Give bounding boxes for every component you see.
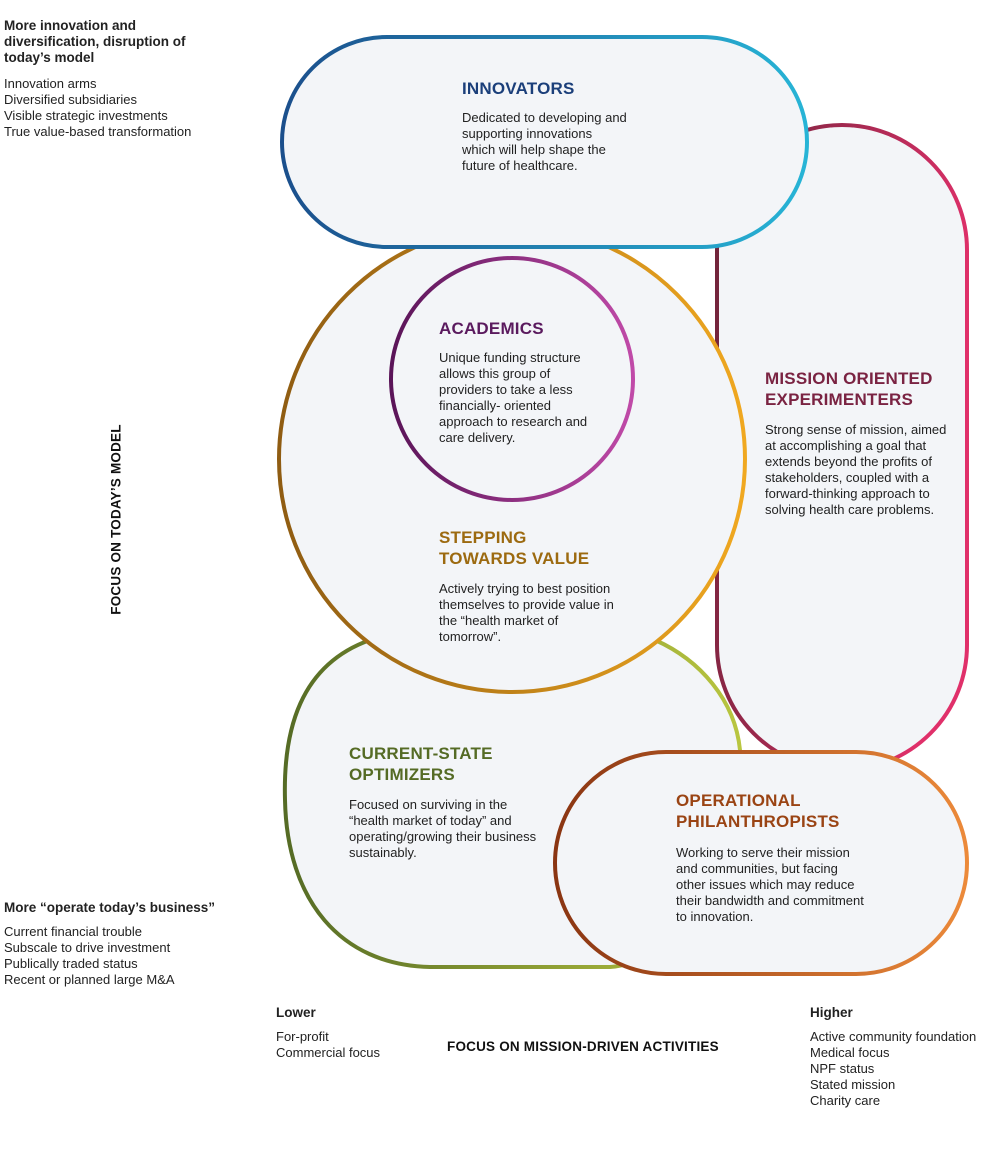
list-item: Commercial focus <box>276 1045 381 1060</box>
x-axis-higher-list: Active community foundation Medical focu… <box>810 1029 1000 1109</box>
x-axis-higher-heading: Higher <box>810 1005 853 1020</box>
list-item: NPF status <box>810 1061 875 1076</box>
list-item: Visible strategic investments <box>4 108 168 123</box>
innovators-desc: Dedicated to developing and supporting i… <box>462 110 627 173</box>
x-axis-higher: Higher Active community foundation Medic… <box>810 1005 1000 1109</box>
x-axis-lower-list: For-profit Commercial focus <box>276 1029 436 1061</box>
list-item: Medical focus <box>810 1045 890 1060</box>
philanthropists-title: OPERATIONAL PHILANTHROPISTS <box>676 790 840 832</box>
optimizers-title-line2: OPTIMIZERS <box>349 765 455 784</box>
academics-title: ACADEMICS <box>439 319 544 338</box>
list-item: Diversified subsidiaries <box>4 92 137 107</box>
list-item: Subscale to drive investment <box>4 940 171 955</box>
bottom-left-list: Current financial trouble Subscale to dr… <box>4 924 254 988</box>
optimizers-title-line1: CURRENT-STATE <box>349 744 493 763</box>
list-item: Charity care <box>810 1093 881 1108</box>
mission-title-line2: EXPERIMENTERS <box>765 390 914 409</box>
list-item: Stated mission <box>810 1077 896 1092</box>
academics-shape <box>389 256 635 502</box>
mission-title: MISSION ORIENTED EXPERIMENTERS <box>765 368 933 410</box>
list-item: Active community foundation <box>810 1029 977 1044</box>
stepping-title: STEPPING TOWARDS VALUE <box>439 527 589 569</box>
optimizers-desc: Focused on surviving in the “health mark… <box>349 797 537 860</box>
top-left-heading: More innovation and diversification, dis… <box>4 18 186 65</box>
list-item: For-profit <box>276 1029 329 1044</box>
academics-desc: Unique funding structure allows this gro… <box>439 350 588 445</box>
innovators-title: INNOVATORS <box>462 79 575 98</box>
list-item: Current financial trouble <box>4 924 143 939</box>
philanthropists-title-line2: PHILANTHROPISTS <box>676 812 840 831</box>
philanthropists-shape <box>553 750 969 976</box>
mission-desc: Strong sense of mission, aimed at accomp… <box>765 422 947 517</box>
x-axis-label: FOCUS ON MISSION-DRIVEN ACTIVITIES <box>447 1039 719 1054</box>
stepping-title-line2: TOWARDS VALUE <box>439 549 590 568</box>
stepping-desc: Actively trying to best position themsel… <box>439 581 614 644</box>
philanthropists-title-line1: OPERATIONAL <box>676 791 801 810</box>
innovators-shape <box>280 35 809 249</box>
x-axis-lower: Lower For-profit Commercial focus <box>276 1005 436 1061</box>
stepping-title-line1: STEPPING <box>439 528 527 547</box>
y-axis-label: FOCUS ON TODAY’S MODEL <box>108 424 124 615</box>
list-item: Publically traded status <box>4 956 138 971</box>
bottom-left-legend: More “operate today’s business” Current … <box>4 900 254 988</box>
bottom-left-heading: More “operate today’s business” <box>4 900 216 915</box>
philanthropists-desc: Working to serve their mission and commu… <box>676 845 864 924</box>
list-item: Innovation arms <box>4 76 97 91</box>
mission-title-line1: MISSION ORIENTED <box>765 369 933 388</box>
top-left-legend: More innovation and diversification, dis… <box>4 18 219 140</box>
x-axis-lower-heading: Lower <box>276 1005 316 1020</box>
top-left-list: Innovation arms Diversified subsidiaries… <box>4 76 219 140</box>
optimizers-title: CURRENT-STATE OPTIMIZERS <box>349 743 493 785</box>
list-item: True value-based transformation <box>4 124 192 139</box>
list-item: Recent or planned large M&A <box>4 972 175 987</box>
